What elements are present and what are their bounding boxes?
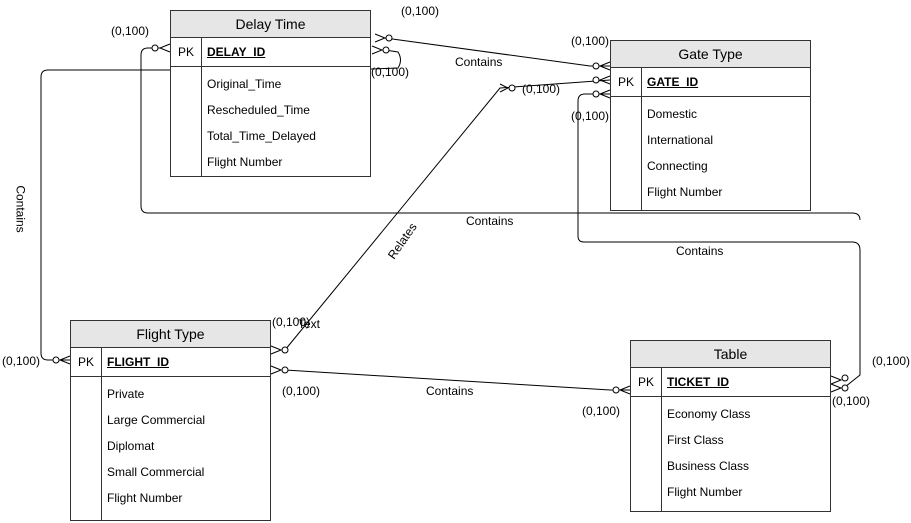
attribute: Small Commercial bbox=[107, 465, 205, 479]
pk-name: FLIGHT_ID bbox=[107, 355, 169, 369]
pk-row: PK TICKET_ID bbox=[631, 368, 830, 397]
pk-name: TICKET_ID bbox=[667, 375, 730, 389]
attribute: First Class bbox=[667, 433, 724, 447]
circle-gate-left-1 bbox=[592, 62, 600, 70]
circle-relates-mid bbox=[508, 84, 516, 92]
circle-table-right-1 bbox=[841, 374, 849, 382]
edge-delay-to-table bbox=[140, 47, 861, 221]
crowfoot-delay-left bbox=[158, 43, 171, 53]
attribute: Rescheduled_Time bbox=[207, 103, 310, 117]
pk-label: PK bbox=[617, 75, 634, 89]
pk-label: PK bbox=[77, 355, 94, 369]
relationship-label-contains: Contains bbox=[676, 244, 724, 258]
attribute-list: Domestic International Connecting Flight… bbox=[611, 97, 810, 205]
entity-title: Gate Type bbox=[611, 41, 810, 68]
edge-flight-to-gate-relates bbox=[284, 79, 611, 351]
entity-title: Delay Time bbox=[171, 11, 370, 38]
attribute: Flight Number bbox=[207, 155, 283, 169]
crowfoot-gate-left-2 bbox=[598, 75, 611, 85]
crowfoot-flight-left bbox=[58, 355, 71, 365]
relationship-label-contains: Contains bbox=[466, 214, 514, 228]
attribute: Diplomat bbox=[107, 439, 155, 453]
crowfoot-delay-right-2 bbox=[371, 45, 384, 55]
attribute-list: Original_Time Rescheduled_Time Total_Tim… bbox=[171, 67, 370, 175]
relationship-label-text: Text bbox=[298, 317, 321, 331]
circle-gate-left-2 bbox=[592, 76, 600, 84]
attribute: Economy Class bbox=[667, 407, 751, 421]
pk-label: PK bbox=[177, 45, 194, 59]
entity-gate-type[interactable]: Gate Type PK GATE_ID Domestic Internatio… bbox=[610, 40, 811, 211]
cardinality-label: (0,100) bbox=[582, 404, 621, 418]
circle-delay-right-1 bbox=[385, 34, 393, 42]
cardinality-label: (0,100) bbox=[111, 24, 150, 38]
pk-row: PK GATE_ID bbox=[611, 68, 810, 97]
circle-delay-left bbox=[151, 44, 159, 52]
cardinality-label: (0,100) bbox=[2, 354, 41, 368]
column-divider bbox=[641, 67, 642, 210]
circle-flight-right-2 bbox=[281, 366, 289, 374]
cardinality-label: (0,100) bbox=[282, 384, 321, 398]
edge-flight-to-table bbox=[284, 369, 630, 391]
crowfoot-gate-left-1 bbox=[598, 61, 611, 71]
pk-label: PK bbox=[637, 375, 654, 389]
pk-row: PK DELAY_ID bbox=[171, 38, 370, 67]
crowfoot-table-right-1 bbox=[830, 375, 843, 385]
attribute: Connecting bbox=[647, 159, 708, 173]
circle-table-right-2 bbox=[841, 384, 849, 392]
edge-gate-to-table bbox=[577, 93, 861, 388]
pk-name: GATE_ID bbox=[647, 75, 699, 89]
circle-delay-right-2 bbox=[382, 46, 390, 54]
attribute-list: Private Large Commercial Diplomat Small … bbox=[71, 377, 270, 511]
crowfoot-delay-right-1 bbox=[374, 33, 387, 43]
circle-flight-left bbox=[52, 356, 60, 364]
attribute: Large Commercial bbox=[107, 413, 206, 427]
column-divider bbox=[101, 347, 102, 520]
cardinality-label: (0,100) bbox=[522, 82, 561, 96]
entity-title: Flight Type bbox=[71, 321, 270, 348]
attribute-list: Economy Class First Class Business Class… bbox=[631, 397, 830, 505]
edge-delay-to-flight bbox=[40, 69, 370, 361]
crowfoot-table-left bbox=[618, 385, 631, 395]
attribute: Original_Time bbox=[207, 77, 282, 91]
relationship-label-contains: Contains bbox=[13, 185, 28, 233]
relationship-label-contains: Contains bbox=[455, 55, 503, 69]
cardinality-label: (0,100) bbox=[571, 34, 610, 48]
crowfoot-relates-mid bbox=[499, 83, 510, 93]
cardinality-label: (0,100) bbox=[872, 354, 911, 368]
attribute: International bbox=[647, 133, 714, 147]
attribute: Business Class bbox=[667, 459, 750, 473]
entity-delay-time[interactable]: Delay Time PK DELAY_ID Original_Time Res… bbox=[170, 10, 371, 177]
column-divider bbox=[201, 37, 202, 176]
cardinality-label: (0,100) bbox=[272, 315, 311, 329]
attribute: Total_Time_Delayed bbox=[207, 129, 316, 143]
crowfoot-gate-left-3 bbox=[598, 89, 611, 99]
circle-table-left bbox=[612, 386, 620, 394]
pk-row: PK FLIGHT_ID bbox=[71, 348, 270, 377]
attribute: Private bbox=[107, 387, 145, 401]
entity-title: Table bbox=[631, 341, 830, 368]
crowfoot-flight-right-2 bbox=[270, 365, 283, 375]
entity-flight-type[interactable]: Flight Type PK FLIGHT_ID Private Large C… bbox=[70, 320, 271, 521]
cardinality-label: (0,100) bbox=[371, 65, 410, 79]
pk-name: DELAY_ID bbox=[207, 45, 266, 59]
relationship-label-contains: Contains bbox=[426, 384, 474, 398]
crowfoot-table-right-2 bbox=[830, 383, 843, 393]
cardinality-label: (0,100) bbox=[571, 109, 610, 123]
cardinality-label: (0,100) bbox=[401, 4, 440, 18]
attribute: Flight Number bbox=[647, 185, 723, 199]
circle-flight-right-1 bbox=[281, 346, 289, 354]
entity-table[interactable]: Table PK TICKET_ID Economy Class First C… bbox=[630, 340, 831, 512]
crowfoot-flight-right-1 bbox=[270, 345, 283, 355]
attribute: Domestic bbox=[647, 107, 698, 121]
cardinality-label: (0,100) bbox=[832, 394, 871, 408]
attribute: Flight Number bbox=[107, 491, 183, 505]
edge-delay-to-gate bbox=[384, 37, 610, 67]
attribute: Flight Number bbox=[667, 485, 743, 499]
column-divider bbox=[661, 367, 662, 511]
circle-gate-left-3 bbox=[592, 90, 600, 98]
